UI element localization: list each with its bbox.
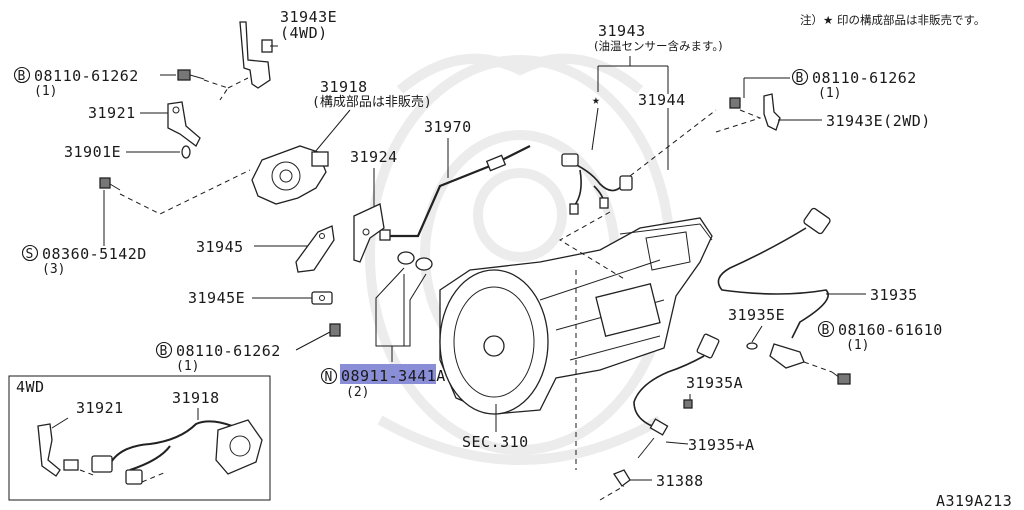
part-08360-screw[interactable] [99,177,121,191]
highlight-08911 [340,364,436,384]
part-08911-nuts[interactable] [397,251,433,271]
label-31935: 31935 [870,286,918,304]
diagram-code: A319A213 [936,492,1012,510]
b-prefix-icon-3: B [796,71,804,86]
label-31935e: 31935E [728,306,785,324]
bolt-08110-right[interactable] [729,97,741,109]
label-31935-plus-a: 31935+A [688,436,755,454]
b-prefix-icon-4: B [822,323,830,338]
label-31943: 31943 [598,22,646,40]
label-bolt-08110-top: 08110-61262 [34,67,139,85]
label-bolt-08110-top-qty: (1) [34,84,57,99]
label-nut-08911-qty: (2) [346,385,369,400]
label-bolt-08110-right: 08110-61262 [812,69,917,87]
label-screw-08360-qty: (3) [42,262,65,277]
part-31943e-2wd-bracket[interactable] [763,93,781,131]
label-bolt-08110-mid: 08110-61262 [176,342,281,360]
label-31944: 31944 [638,91,686,109]
bolt-08110-right-callout: B [791,68,809,86]
bolt-08110-top[interactable] [177,69,205,81]
label-31388: 31388 [656,472,704,490]
label-bolt-08110-mid-qty: (1) [176,359,199,374]
label-31943e-2wd: 31943E(2WD) [826,112,931,130]
part-31943-harness[interactable] [561,153,633,215]
inset-4wd-title: 4WD [16,378,45,396]
label-31970: 31970 [424,118,472,136]
inset-label-31921: 31921 [76,399,124,417]
s-prefix-icon: S [26,247,34,262]
part-31935e-o-ring[interactable] [746,342,758,350]
bolt-08110-mid-callout: B [155,341,173,359]
label-nut-08911: 08911-3441A [341,367,446,385]
label-31918: 31918 [320,78,368,96]
transmission-assembly [439,217,713,470]
screw-08360-callout: S [21,244,39,262]
part-31935a-clip[interactable] [683,399,693,409]
label-31918-sub: (構成部品は非販売) [312,94,432,110]
bolt-08110-mid[interactable] [329,323,341,337]
star-icon: ★ [592,93,600,108]
part-31935a-sensor[interactable] [633,333,720,459]
part-31901e-washer[interactable] [181,145,191,159]
label-31924: 31924 [350,148,398,166]
part-31945e-plate[interactable] [311,291,333,305]
part-31918-switch[interactable] [251,145,329,205]
bolt-08160-callout: B [817,320,835,338]
b-prefix-icon: B [18,69,26,84]
part-31935-speed-sensor[interactable] [717,207,831,369]
label-31943-sub: (油温センサー含みます。) [594,39,723,53]
label-31945e: 31945E [188,289,245,307]
label-31943e-4wd: 31943E [280,8,337,26]
bolt-08160[interactable] [831,371,851,385]
label-bolt-08160-qty: (1) [846,338,869,353]
label-bolt-08160: 08160-61610 [838,321,943,339]
label-31921: 31921 [88,104,136,122]
b-prefix-icon-2: B [160,344,168,359]
part-31970-cable[interactable] [379,145,531,241]
label-31943e-4wd-sub: (4WD) [280,24,328,42]
n-prefix-icon: N [325,370,333,385]
label-screw-08360: 08360-5142D [42,245,147,263]
label-31935a: 31935A [686,374,743,392]
label-sec310: SEC.310 [462,433,529,451]
nut-08911-callout: N [320,367,338,385]
part-31924-bracket[interactable] [353,203,385,263]
part-31921-lever[interactable] [167,101,201,147]
label-bolt-08110-right-qty: (1) [818,86,841,101]
inset-4wd-box [8,375,271,501]
bolt-08110-top-callout: B [13,66,31,84]
label-31901e: 31901E [64,143,121,161]
part-31943e-4wd-bracket[interactable] [239,21,278,89]
part-31945-bracket[interactable] [295,225,335,273]
part-31388-clip[interactable] [613,469,631,487]
inset-part-31918-harness[interactable] [91,419,263,485]
non-sale-note: 注）★ 印の構成部品は非販売です。 [800,13,985,27]
label-31945: 31945 [196,238,244,256]
inset-part-31921-lever[interactable] [37,423,79,477]
inset-label-31918: 31918 [172,389,220,407]
